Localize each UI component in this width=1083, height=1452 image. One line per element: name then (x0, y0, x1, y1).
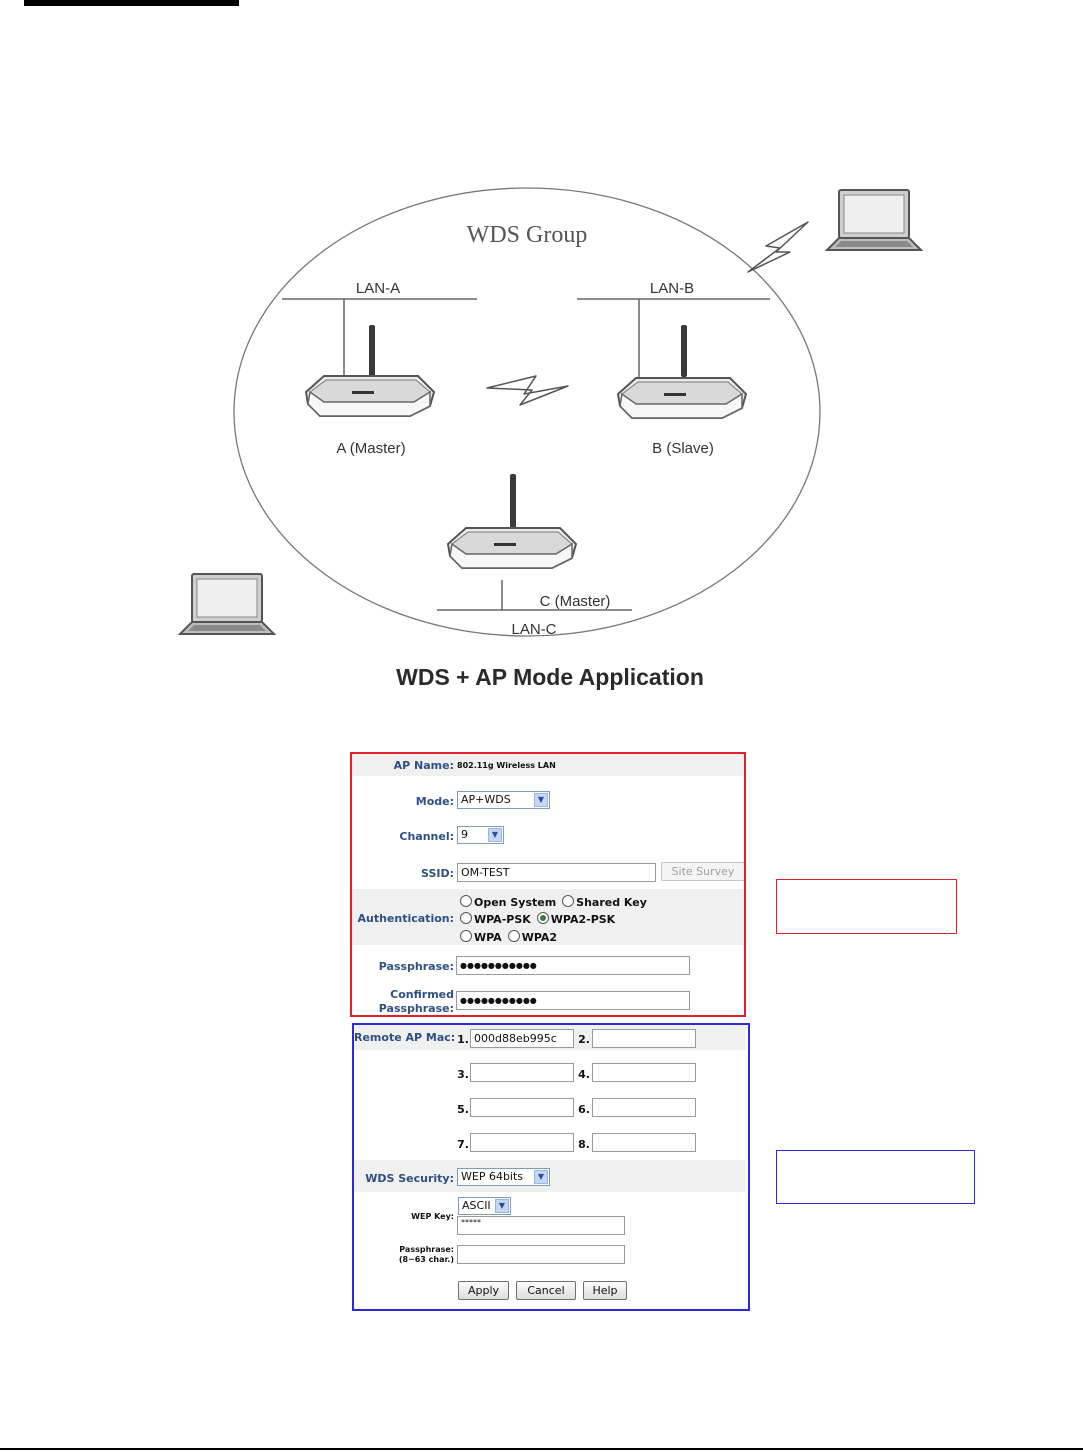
lan-c-label: LAN-C (511, 621, 556, 638)
lan-a-label: LAN-A (356, 280, 400, 297)
wep-key-label: WEP Key: (411, 1212, 454, 1221)
confirmed-passphrase-label-line2: Passphrase: (378, 1002, 454, 1015)
mac-input-6[interactable] (592, 1098, 696, 1117)
remote-ap-mac-label: Remote AP Mac: (354, 1031, 456, 1044)
mode-label: Mode: (415, 795, 454, 808)
router-b-label: B (Slave) (652, 440, 714, 457)
router-c (447, 474, 577, 569)
wds-network-diagram: WDS Group LAN-A LAN-B LAN-C A (Master) B… (179, 187, 922, 638)
wds-settings-highlight (352, 1023, 750, 1311)
mac-number-8: 8. (578, 1138, 590, 1151)
band (352, 889, 746, 945)
ssid-input[interactable]: OM-TEST (457, 863, 656, 882)
apply-button[interactable]: Apply (458, 1281, 509, 1300)
channel-select[interactable]: 9▼ (457, 826, 504, 844)
figure-caption: WDS + AP Mode Application (396, 664, 704, 690)
wireless-link-icon (486, 375, 569, 406)
auth-open-system-radio[interactable] (460, 895, 472, 907)
channel-label: Channel: (399, 830, 454, 843)
wireless-settings-callout (776, 879, 957, 934)
router-a (305, 325, 435, 417)
confirmed-passphrase-label-line1: Confirmed (390, 988, 454, 1001)
mac-input-7[interactable] (470, 1133, 574, 1152)
router-a-label: A (Master) (336, 440, 405, 457)
router-c-label: C (Master) (540, 593, 611, 610)
wireless-settings-highlight (350, 752, 746, 1017)
wds-group-ellipse (233, 187, 821, 637)
auth-wpa-psk-radio[interactable] (460, 912, 472, 924)
wds-settings-callout (776, 1150, 975, 1204)
wireless-link-icon (747, 221, 809, 273)
chevron-down-icon: ▼ (495, 1199, 509, 1213)
mac-input-3[interactable] (470, 1063, 574, 1082)
passphrase-input[interactable]: ●●●●●●●●●●● (456, 956, 690, 975)
mac-number-7: 7. (457, 1138, 469, 1151)
auth-shared-key-radio[interactable] (562, 895, 575, 907)
mac-input-4[interactable] (592, 1063, 696, 1082)
top-rule (24, 0, 239, 6)
wep-key-format-select[interactable]: ASCII▼ (458, 1197, 511, 1215)
mac-input-1[interactable]: 000d88eb995c (470, 1029, 574, 1048)
cancel-button[interactable]: Cancel (516, 1281, 576, 1300)
chevron-down-icon: ▼ (534, 793, 548, 807)
mac-input-2[interactable] (592, 1029, 696, 1048)
auth-wpa2-radio[interactable] (507, 930, 520, 942)
wds-security-label: WDS Security: (365, 1172, 454, 1185)
confirmed-passphrase-input[interactable]: ●●●●●●●●●●● (456, 991, 690, 1010)
lan-b-label: LAN-B (650, 280, 694, 297)
mac-number-2: 2. (578, 1033, 590, 1046)
ap-name-value: 802.11g Wireless LAN (457, 761, 556, 770)
wds-group-title: WDS Group (467, 222, 588, 248)
bottom-rule (0, 1448, 1083, 1450)
mac-number-4: 4. (578, 1068, 590, 1081)
mac-input-5[interactable] (470, 1098, 574, 1117)
mac-number-1: 1. (457, 1033, 469, 1046)
passphrase-label: Passphrase: (378, 960, 454, 973)
laptop-icon (179, 573, 275, 635)
router-b (617, 325, 747, 419)
wds-passphrase-input[interactable] (457, 1245, 625, 1264)
laptop-icon (826, 189, 922, 251)
ap-name-label: AP Name: (393, 759, 454, 772)
mac-input-8[interactable] (592, 1133, 696, 1152)
band (352, 754, 746, 776)
wds-passphrase-label-line2: (8~63 char.) (398, 1255, 454, 1264)
auth-wpa2-psk-radio[interactable] (536, 912, 549, 924)
wep-key-input[interactable]: ***** (457, 1216, 625, 1235)
wds-passphrase-label-line1: Passphrase: (399, 1245, 454, 1254)
ssid-label: SSID: (421, 867, 454, 880)
mac-number-6: 6. (578, 1103, 590, 1116)
help-button[interactable]: Help (583, 1281, 627, 1300)
mode-select[interactable]: AP+WDS▼ (457, 791, 550, 809)
chevron-down-icon: ▼ (488, 828, 502, 842)
auth-wpa-radio[interactable] (460, 930, 472, 942)
wds-security-select[interactable]: WEP 64bits▼ (457, 1168, 550, 1186)
mac-number-5: 5. (457, 1103, 469, 1116)
chevron-down-icon: ▼ (534, 1170, 548, 1184)
mac-number-3: 3. (457, 1068, 469, 1081)
authentication-label: Authentication: (357, 912, 454, 925)
